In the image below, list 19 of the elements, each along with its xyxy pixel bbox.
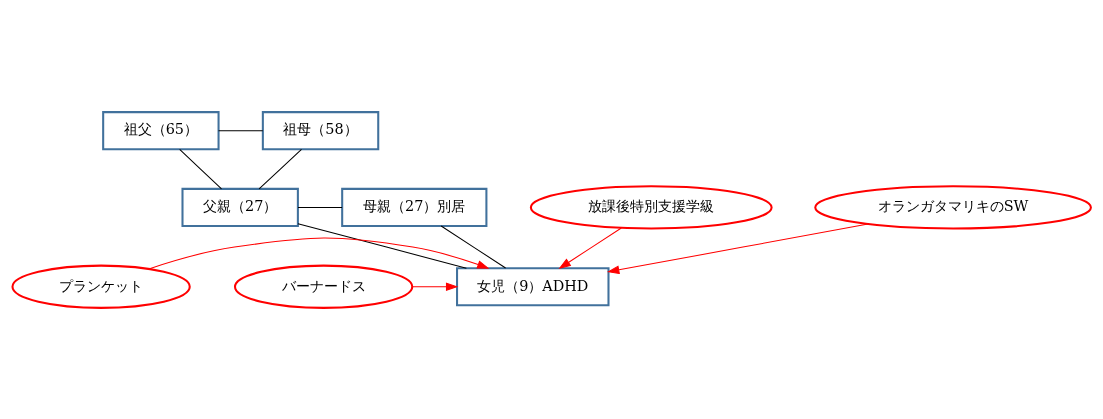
connector bbox=[297, 222, 467, 269]
node-box: 父親（27） bbox=[181, 187, 299, 227]
node-ellipse: 放課後特別支援学級 bbox=[529, 184, 773, 230]
connector bbox=[440, 224, 507, 268]
node-box: 女児（9）ADHD bbox=[456, 266, 610, 306]
node-box: 母親（27）別居 bbox=[341, 187, 488, 227]
arrow bbox=[558, 226, 622, 269]
node-ellipse: バーナードス bbox=[234, 264, 414, 309]
arrow bbox=[148, 237, 490, 269]
connector bbox=[179, 148, 223, 189]
node-ellipse: オランガタマリキのSW bbox=[814, 184, 1092, 230]
arrow bbox=[412, 281, 459, 291]
connector bbox=[218, 129, 264, 131]
node-box: 祖父（65） bbox=[102, 110, 220, 150]
node-box: 祖母（58） bbox=[261, 110, 380, 150]
connector bbox=[258, 148, 302, 189]
arrow bbox=[607, 223, 869, 274]
node-ellipse: プランケット bbox=[11, 264, 191, 309]
connector bbox=[297, 206, 343, 208]
